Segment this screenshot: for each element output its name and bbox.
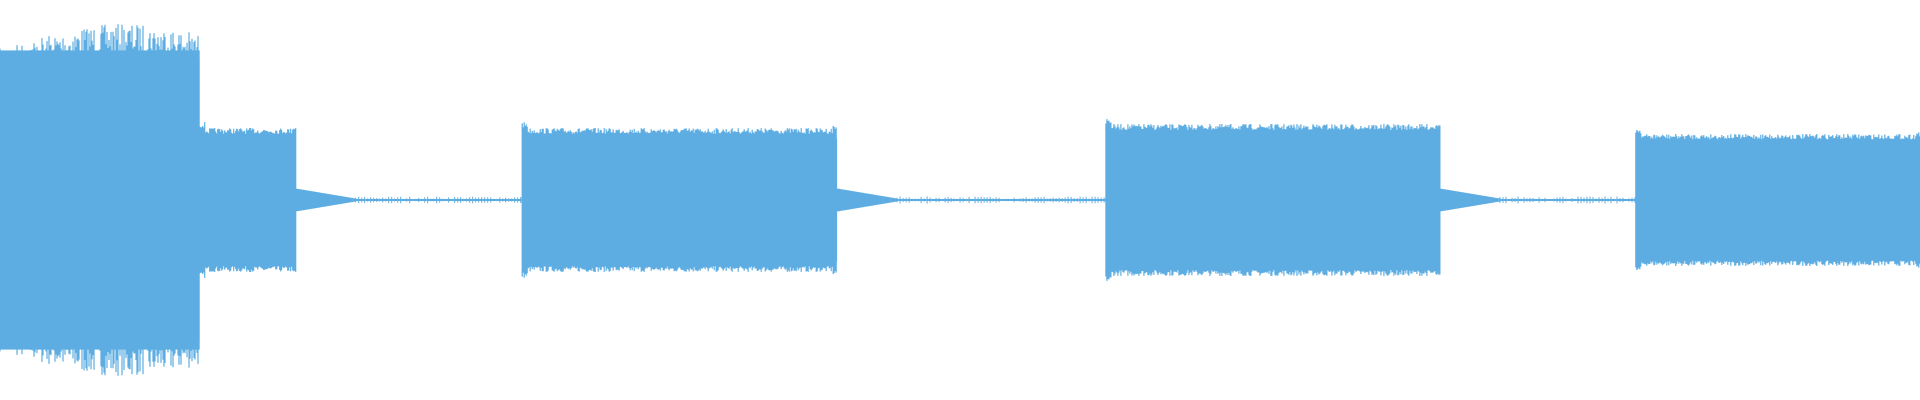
waveform-segment-loud	[0, 24, 200, 376]
waveform-segment-medium	[1635, 130, 1920, 270]
waveform-segment-silence	[295, 188, 523, 212]
waveform-segment-silence	[836, 188, 1106, 212]
waveform-segment-medium	[199, 122, 297, 278]
waveform-segment-silence	[1439, 188, 1636, 212]
waveform-segment-medium	[1105, 119, 1441, 281]
waveform-segment-medium	[521, 122, 838, 278]
